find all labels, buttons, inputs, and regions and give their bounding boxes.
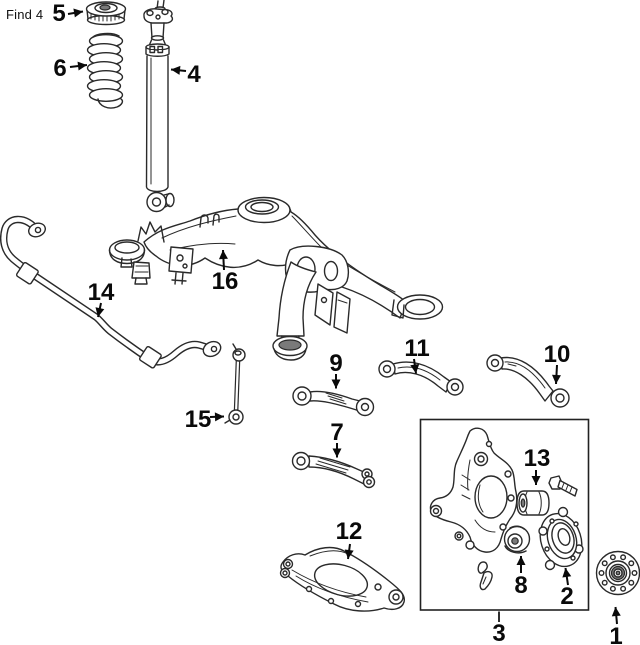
callout-4-arrow (170, 65, 187, 75)
callout-15[interactable]: 15 (185, 406, 212, 433)
callout-11-arrow (410, 358, 420, 374)
callout-3[interactable]: 3 (492, 620, 505, 645)
callout-7[interactable]: 7 (330, 419, 343, 446)
callout-5-arrow (67, 8, 84, 18)
callout-1[interactable]: 1 (609, 623, 622, 645)
callout-2-arrow (562, 567, 572, 586)
steering-knuckle-drawing (429, 427, 518, 553)
callout-6[interactable]: 6 (53, 55, 66, 82)
bushing-13-drawing (516, 490, 550, 516)
find-count-label: Find 4 (6, 7, 44, 22)
hub-flange-drawing (595, 550, 640, 596)
coil-spring-drawing (86, 32, 124, 109)
callout-15-arrow (209, 412, 225, 422)
callout-16[interactable]: 16 (212, 268, 239, 295)
control-arm-7-drawing (291, 451, 376, 489)
strut-mount-drawing (85, 1, 127, 26)
shock-absorber-drawing (143, 0, 175, 213)
callout-arrows (67, 8, 621, 625)
mount-bolt-drawing (548, 475, 578, 497)
callout-2[interactable]: 2 (560, 583, 573, 610)
callout-5[interactable]: 5 (52, 0, 65, 27)
callout-11[interactable]: 11 (404, 335, 429, 362)
callout-12-arrow (344, 543, 354, 560)
subframe-crossmember-drawing (108, 196, 444, 361)
callout-1-arrow (611, 606, 621, 625)
bushing-8-drawing (503, 525, 531, 554)
callout-10[interactable]: 10 (544, 341, 571, 368)
wheel-bearing-drawing (538, 506, 584, 571)
callout-14[interactable]: 14 (88, 279, 115, 306)
callout-10-arrow (551, 364, 561, 385)
parts-group-box (419, 418, 590, 611)
retainer-clips-drawing (477, 561, 493, 591)
control-arm-11-drawing (378, 360, 464, 396)
stabilizer-link-drawing (224, 343, 246, 425)
lower-control-arm-drawing (279, 546, 406, 612)
callout-8[interactable]: 8 (514, 572, 527, 599)
callout-4[interactable]: 4 (187, 61, 201, 88)
callout-labels: 5 6 4 16 14 15 9 11 10 7 12 13 8 2 3 1 (52, 0, 622, 645)
control-arm-9-drawing (292, 386, 375, 417)
callout-12[interactable]: 12 (336, 518, 363, 545)
control-arm-10-drawing (486, 354, 570, 408)
stabilizer-bar-drawing (0, 215, 222, 369)
callout-9[interactable]: 9 (329, 350, 342, 377)
callout-6-arrow (69, 61, 88, 71)
callout-13[interactable]: 13 (524, 445, 551, 472)
callout-16-arrow (218, 249, 228, 271)
callout-14-arrow (95, 302, 105, 318)
